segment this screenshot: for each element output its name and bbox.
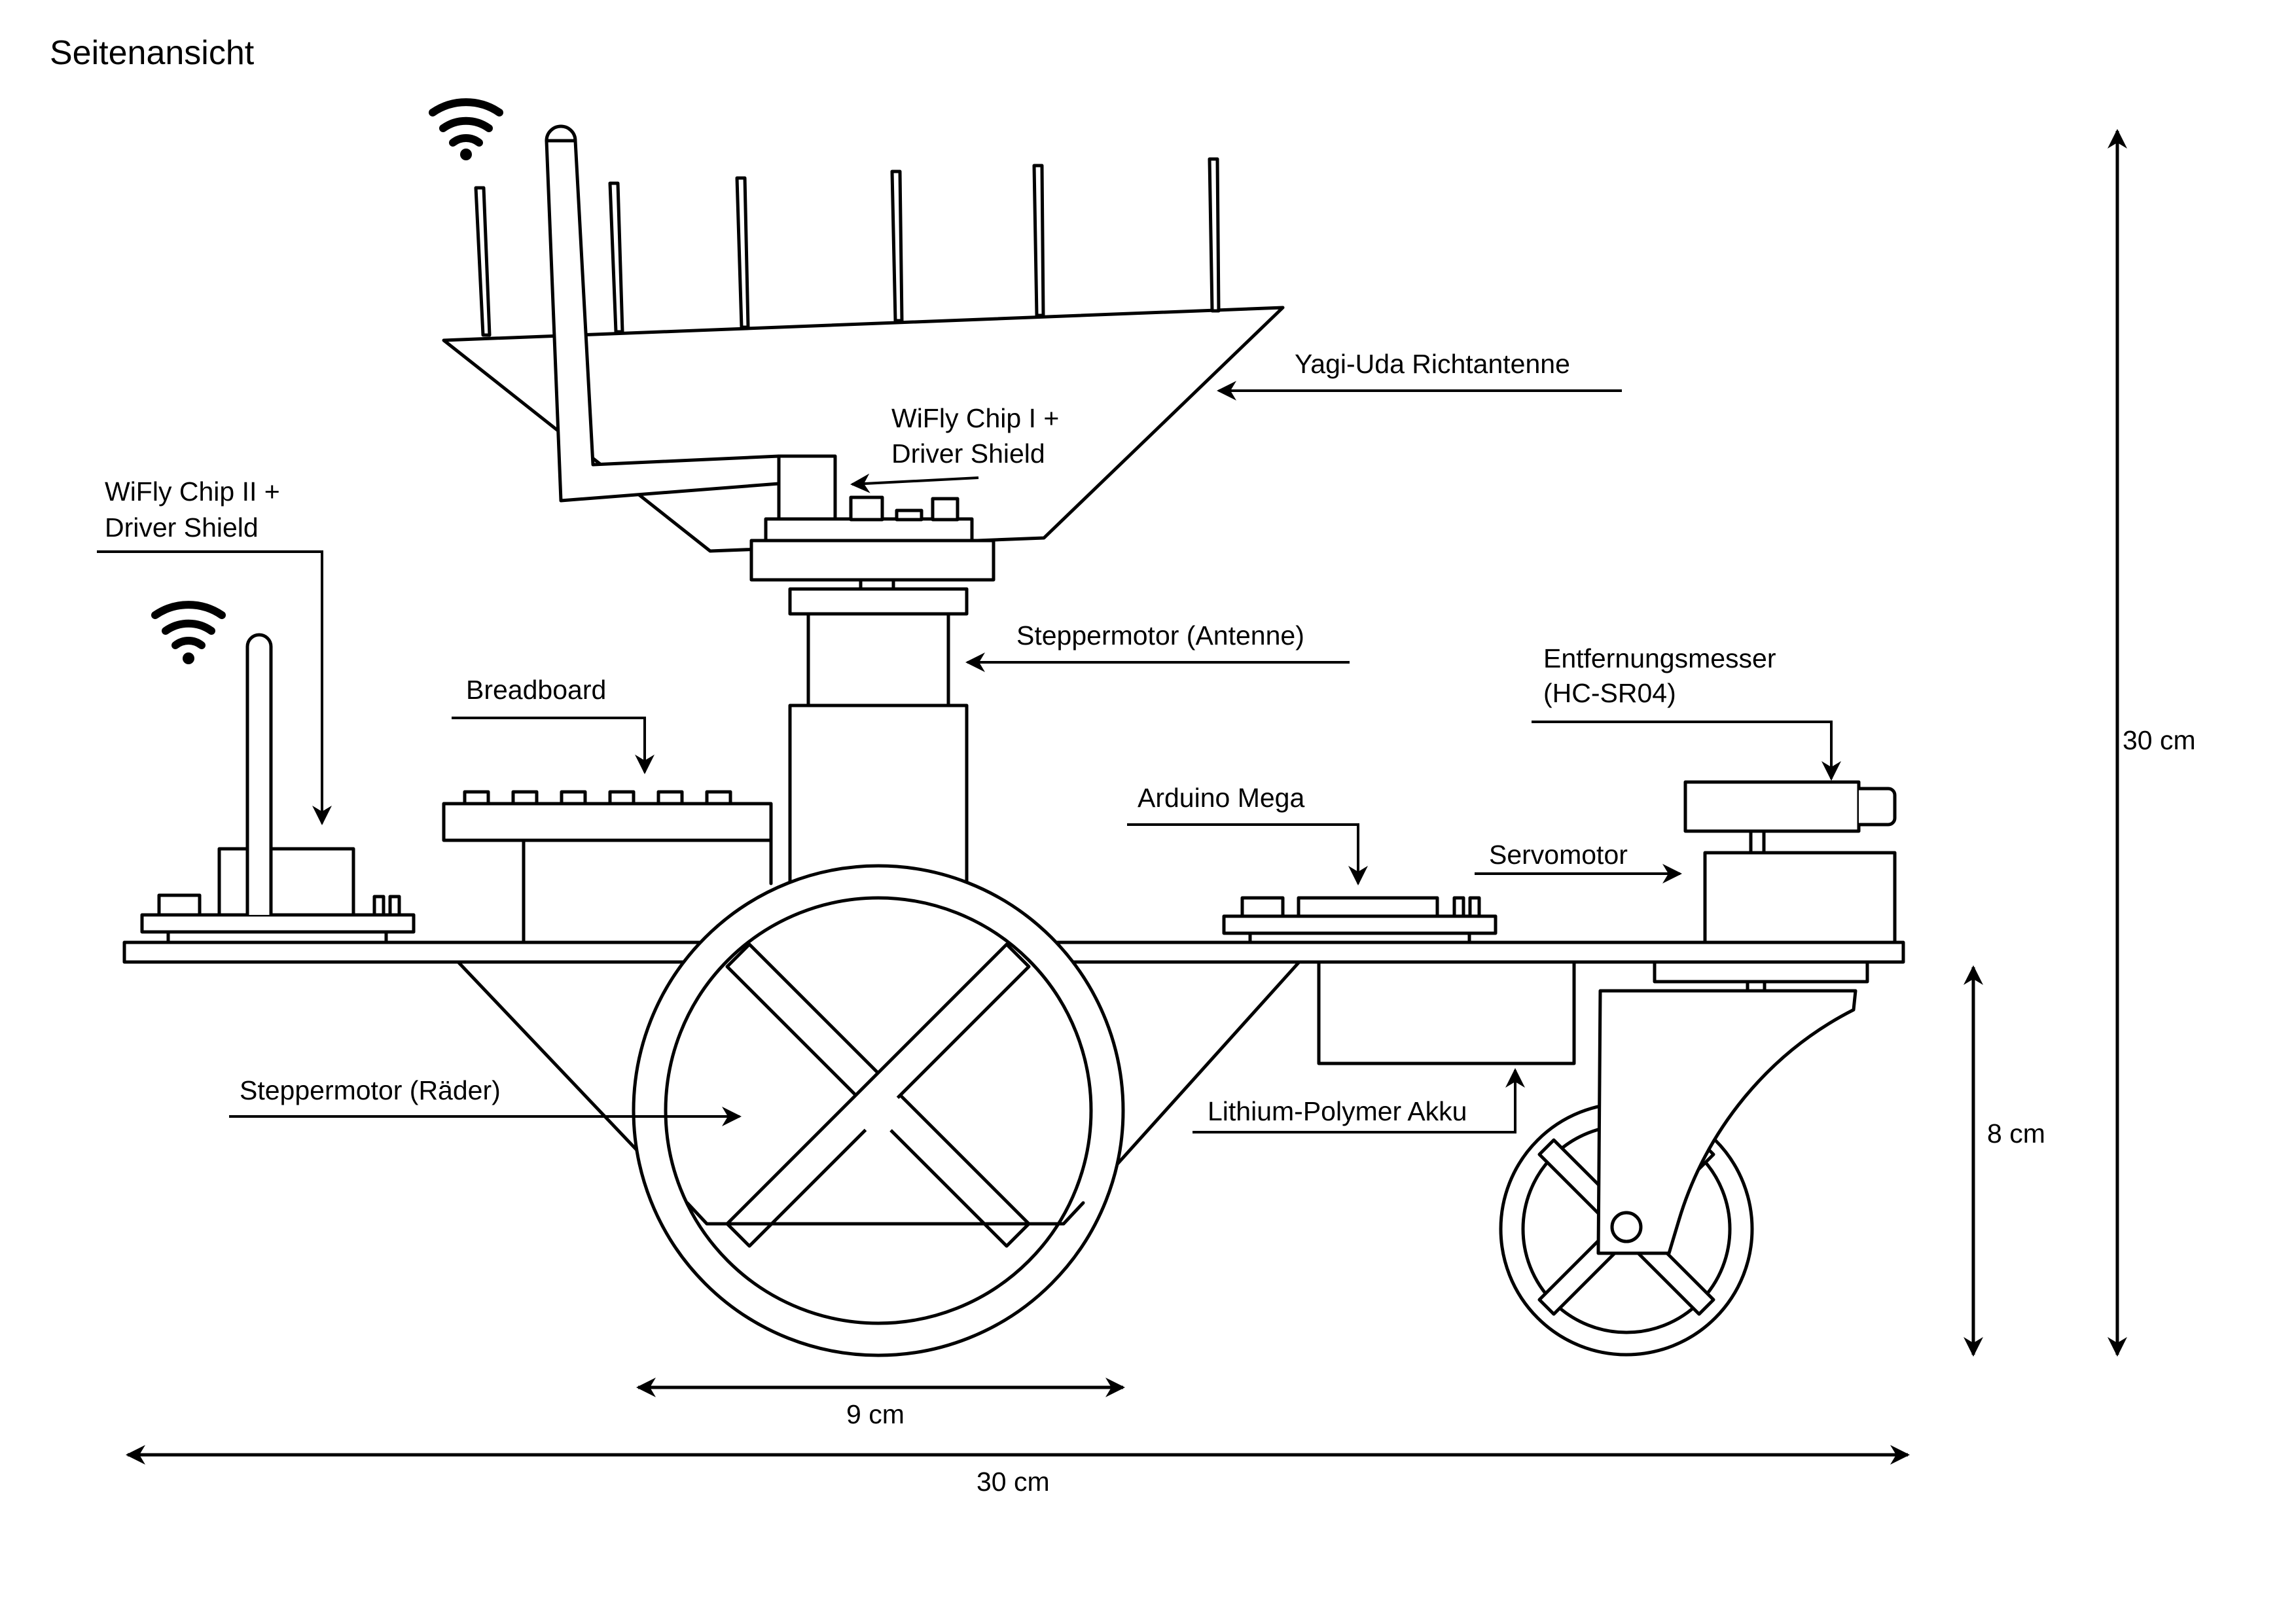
dim-label-platform: 8 cm: [1987, 1118, 2045, 1149]
arduino-mega: [1222, 896, 1498, 944]
arrow-akku: [1193, 1068, 1525, 1133]
caster-fork: [1596, 989, 1857, 1255]
servomotor: [1703, 851, 1897, 944]
wifi-icon: [151, 601, 226, 664]
label-stepper-raeder: Steppermotor (Räder): [240, 1075, 501, 1105]
antenna-element: [890, 169, 904, 323]
dim-label-height: 30 cm: [2123, 725, 2196, 755]
dimension-lines: [126, 129, 2127, 1465]
servo-and-sensor: [1683, 780, 1897, 944]
wifi-icon: [429, 98, 503, 160]
wifly-2-antenna: [245, 633, 273, 917]
arrow-breadboard: [452, 717, 655, 774]
page-title: Seitenansicht: [50, 34, 255, 72]
arrow-arduino: [1127, 823, 1368, 885]
label-wifly-1-line2: Driver Shield: [891, 438, 1045, 469]
dim-label-length: 30 cm: [977, 1467, 1050, 1497]
antenna-element: [608, 181, 624, 334]
label-servo: Servomotor: [1489, 840, 1628, 870]
driver-shield-1: [764, 517, 974, 543]
antenna-element: [1208, 157, 1221, 313]
wifly-chip-2: [217, 847, 355, 917]
caster-wheel: [1499, 960, 1869, 1357]
antenna-element: [735, 176, 750, 329]
lipo-battery: [1317, 960, 1576, 1065]
label-yagi: Yagi-Uda Richtantenne: [1295, 349, 1570, 379]
label-entfernung-line2: (HC-SR04): [1543, 678, 1676, 708]
drive-wheel: [632, 864, 1125, 1357]
caster-axle: [1610, 1211, 1643, 1243]
stepper-motor-antenna-cap: [788, 587, 969, 616]
label-leaders: [97, 381, 1841, 1133]
label-stepper-antenne: Steppermotor (Antenne): [1016, 620, 1304, 651]
antenna-element: [474, 186, 492, 337]
label-akku: Lithium-Polymer Akku: [1208, 1096, 1467, 1126]
stepper-motor-antenna: [806, 612, 950, 707]
yagi-antenna: [442, 124, 1285, 944]
breadboard: [442, 790, 773, 944]
label-wifly-1-line1: WiFly Chip I +: [891, 403, 1059, 433]
antenna-mount-plate: [749, 539, 996, 582]
label-breadboard: Breadboard: [466, 675, 606, 705]
label-entfernung-line1: Entfernungsmesser: [1543, 643, 1776, 673]
hc-sr04-sensor: [1683, 780, 1861, 833]
arrow-entfernung: [1532, 721, 1841, 781]
label-arduino: Arduino Mega: [1138, 783, 1304, 813]
antenna-element: [1032, 164, 1045, 317]
dim-label-wheel: 9 cm: [846, 1399, 905, 1429]
driver-shield-2: [140, 913, 416, 934]
antenna-feed-mast: [545, 124, 781, 503]
arrow-wifly-2: [97, 550, 332, 825]
caster-mount-plate: [1653, 960, 1869, 984]
arrow-wifly-1: [850, 473, 979, 493]
label-wifly-2-line1: WiFly Chip II +: [105, 476, 280, 507]
label-wifly-2-line2: Driver Shield: [105, 512, 259, 543]
wifly-module-2: [140, 633, 416, 944]
